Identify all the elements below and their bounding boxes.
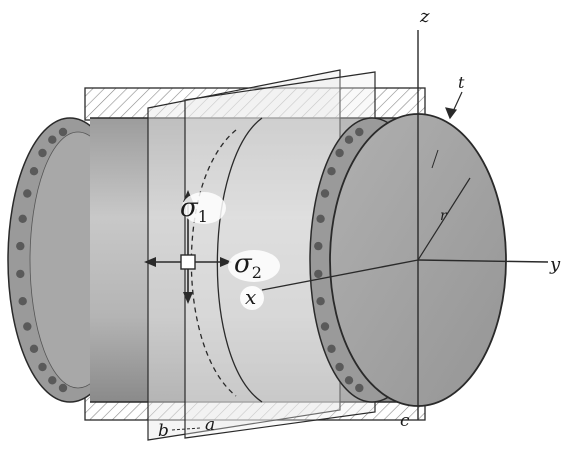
bolt xyxy=(16,269,25,279)
bolt xyxy=(29,167,39,176)
y-axis xyxy=(417,259,549,263)
bolt xyxy=(48,376,57,385)
bolt xyxy=(320,322,330,331)
stress-element-square xyxy=(180,254,196,270)
bolt xyxy=(23,322,32,331)
bolt xyxy=(355,383,364,393)
bolt xyxy=(355,127,364,137)
bolt xyxy=(316,214,325,223)
bolt xyxy=(314,269,323,279)
bolt xyxy=(29,344,39,353)
x-axis-label: x xyxy=(245,285,256,309)
bolt xyxy=(335,148,344,158)
bolt xyxy=(48,135,57,144)
bolt xyxy=(18,297,27,306)
radius-label: r xyxy=(440,208,448,224)
radius-leader xyxy=(417,149,471,261)
section-c-label: c xyxy=(400,411,410,431)
bolt xyxy=(316,297,325,306)
section-a-label: a xyxy=(205,415,215,435)
thickness-label: t xyxy=(458,73,465,92)
bolt xyxy=(38,362,47,372)
sigma-1-label: σ1 xyxy=(180,193,208,226)
bolt xyxy=(320,189,330,198)
right-flange-bolts xyxy=(314,127,364,393)
top-support xyxy=(84,87,426,121)
bolt xyxy=(16,241,25,251)
bolt xyxy=(38,148,47,158)
bolt xyxy=(314,241,323,251)
stress-element xyxy=(144,190,232,304)
section-b-label: b xyxy=(158,421,169,441)
bolt xyxy=(58,127,68,137)
z-axis-label: z xyxy=(419,6,430,27)
bolt xyxy=(344,135,354,144)
bolt xyxy=(18,214,27,223)
bolt xyxy=(344,376,354,385)
bolt xyxy=(327,167,336,176)
y-axis-label: y xyxy=(549,254,561,275)
left-flange-bolts xyxy=(16,127,68,393)
bolt xyxy=(327,344,336,353)
coordinate-axes xyxy=(261,30,549,420)
sigma-2-label: σ2 xyxy=(234,249,262,282)
thickness-leader xyxy=(445,91,463,120)
x-axis xyxy=(261,259,419,291)
bolt xyxy=(335,362,344,372)
bolt xyxy=(58,383,68,393)
bolt xyxy=(23,189,32,198)
